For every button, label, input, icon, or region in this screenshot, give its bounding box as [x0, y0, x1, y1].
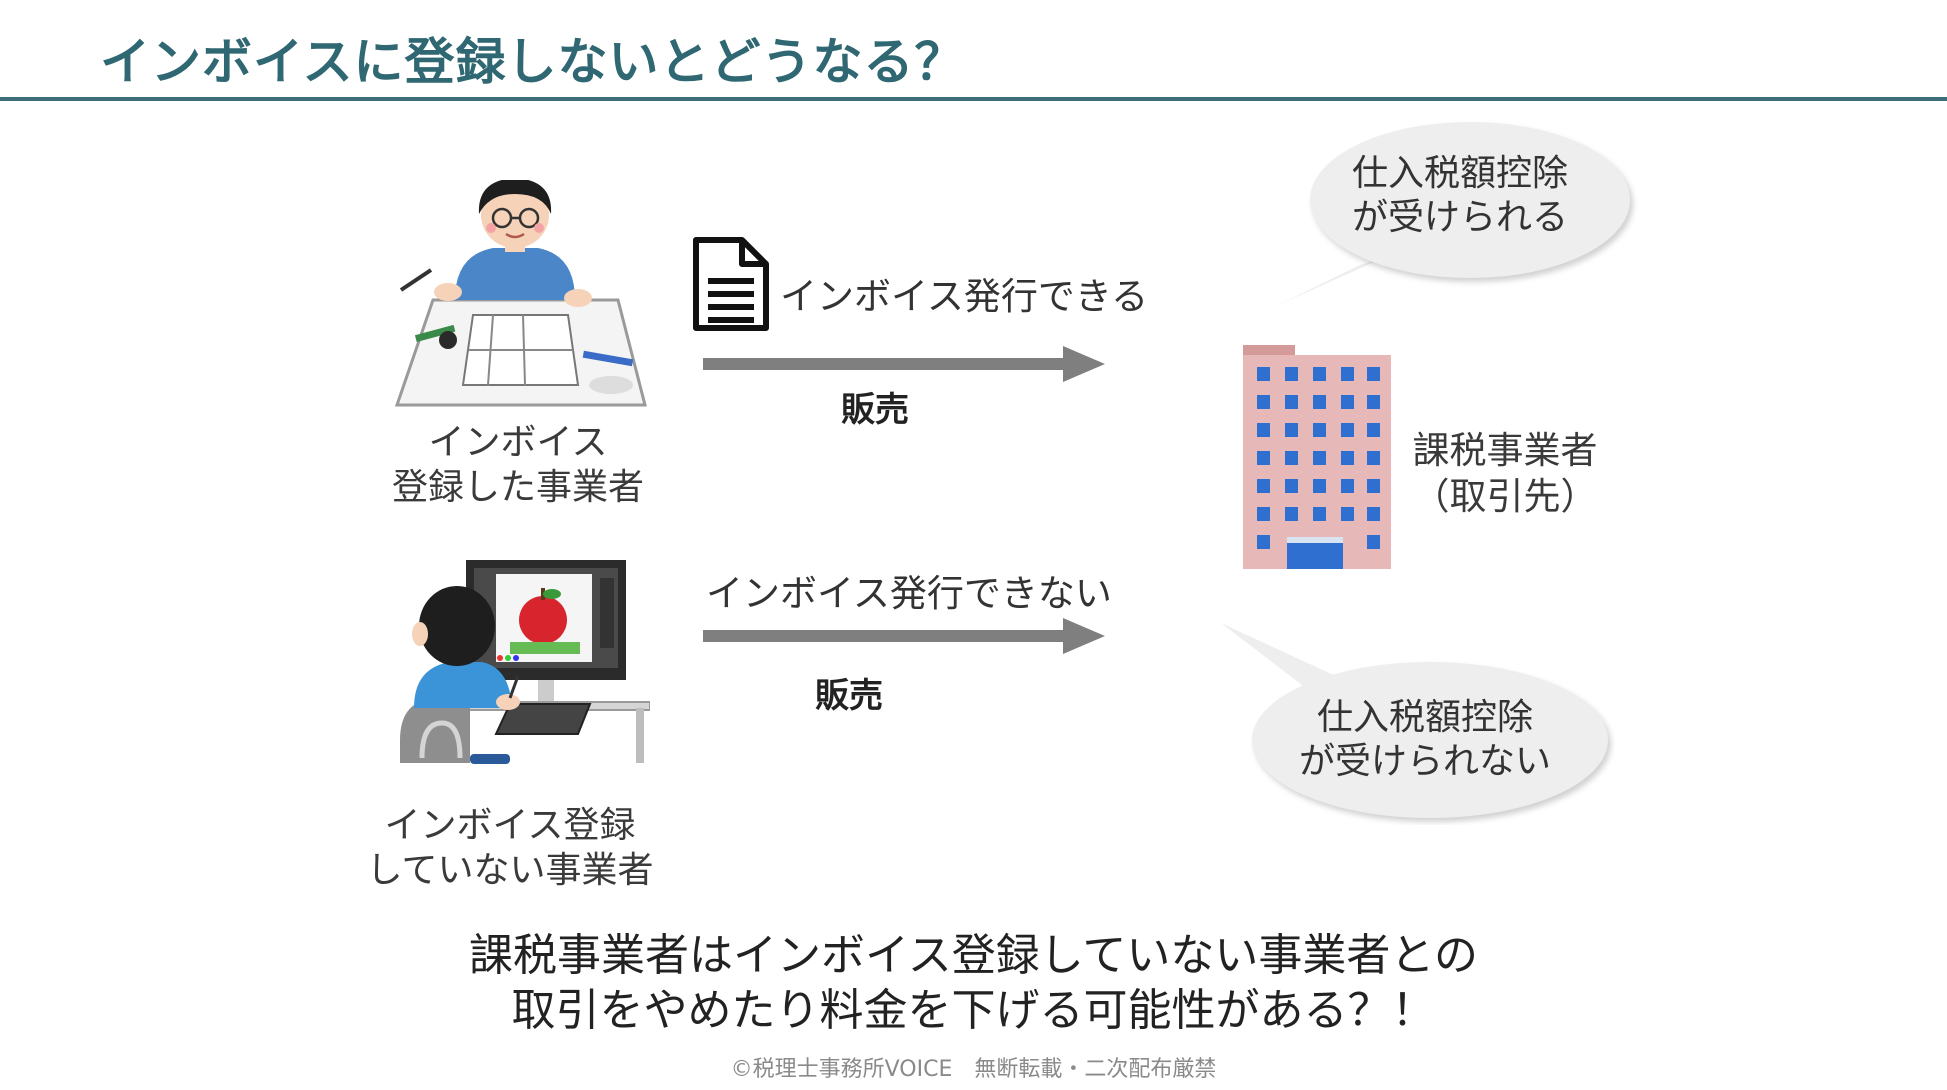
top-speech-bubble	[1278, 122, 1630, 305]
registered-business-label: インボイス 登録した事業者	[391, 422, 644, 508]
copyright-notice: ©税理士事務所VOICE 無断転載・二次配布厳禁	[730, 1057, 1217, 1082]
top-bubble-text: 仕入税額控除 が受けられる	[1351, 153, 1568, 238]
office-building-icon	[1243, 345, 1391, 569]
unregistered-business-label: インボイス登録 していない事業者	[366, 805, 654, 891]
bottom-speech-bubble	[1221, 623, 1608, 818]
document-icon	[693, 237, 769, 331]
unregistered-artist-illustration	[400, 560, 650, 764]
title-divider	[0, 97, 1947, 101]
invoice-not-issuable-caption: インボイス発行できない	[706, 572, 1112, 615]
bottom-sales-arrow	[703, 618, 1105, 654]
taxable-business-label: 課税事業者 （取引先）	[1412, 429, 1598, 518]
top-sales-arrow	[703, 346, 1105, 382]
bottom-sales-label: 販売	[815, 676, 883, 716]
top-sales-label: 販売	[841, 390, 909, 430]
slide-title: インボイスに登録しないとどうなる？	[100, 33, 966, 91]
bottom-bubble-text: 仕入税額控除 が受けられない	[1298, 697, 1551, 782]
conclusion-message: 課税事業者はインボイス登録していない事業者との 取引をやめたり料金を下げる可能性…	[469, 930, 1478, 1036]
invoice-issuable-caption: インボイス発行できる	[780, 275, 1149, 318]
registered-artist-illustration	[394, 180, 647, 407]
